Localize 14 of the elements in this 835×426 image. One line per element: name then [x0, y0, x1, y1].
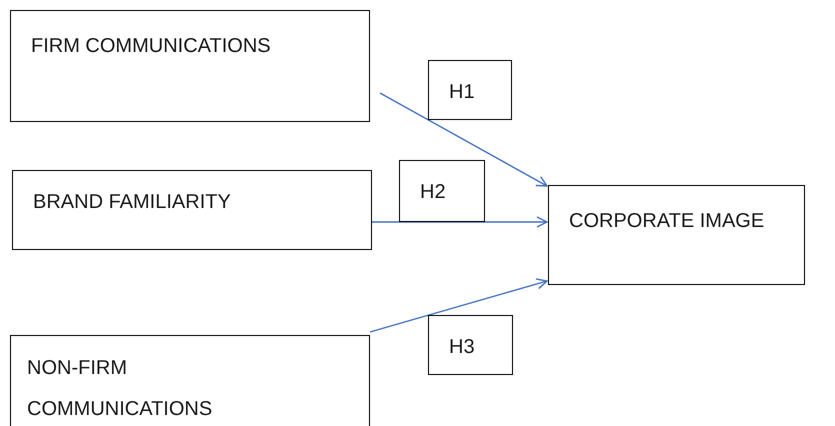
arrow [372, 216, 548, 228]
construct-label: FIRM COMMUNICATIONS [31, 34, 272, 59]
hypothesis-label: H2 [399, 160, 485, 222]
hypothesis-label: H1 [428, 60, 512, 120]
hypothesis-label: H3 [428, 315, 513, 375]
construct-label: CORPORATE IMAGE [569, 209, 766, 234]
construct-label: BRAND FAMILIARITY [33, 190, 232, 215]
construct-box [10, 335, 370, 426]
construct-label: NON-FIRM COMMUNICATIONS [27, 356, 209, 422]
arrow [370, 278, 548, 333]
construct-box [10, 10, 370, 122]
construct-box [12, 170, 372, 250]
construct-box [548, 185, 805, 285]
arrow [380, 92, 548, 187]
